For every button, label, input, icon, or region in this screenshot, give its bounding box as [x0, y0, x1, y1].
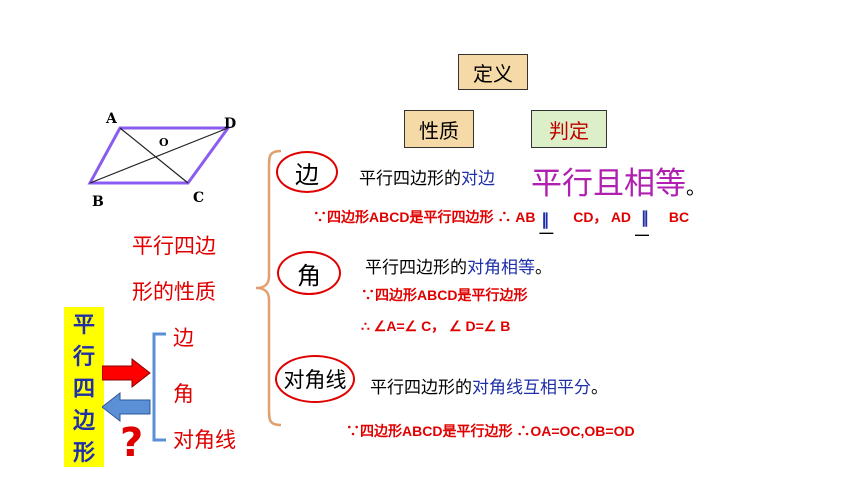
- diagonal-statement: 平行四边形的对角线互相平分。: [370, 373, 608, 398]
- definition-box[interactable]: 定义: [458, 54, 528, 90]
- center-o-label: O: [159, 136, 169, 149]
- small-bracket: [152, 332, 166, 442]
- property-box[interactable]: 性质: [404, 110, 474, 148]
- edge-proof-pre: ∵四边形ABCD是平行四边形 ∴ AB: [313, 209, 536, 225]
- edge-highlight: 对边: [461, 169, 495, 189]
- edge-tag: 边: [276, 151, 338, 193]
- judgment-label: 判定: [549, 118, 589, 143]
- edge-end: 。: [686, 175, 706, 199]
- definition-label: 定义: [473, 61, 513, 86]
- vertex-b-label: B: [92, 194, 104, 210]
- vertical-char-1: 平: [72, 313, 95, 338]
- question-mark: ?: [120, 420, 144, 466]
- vertical-char-4: 边: [72, 409, 95, 434]
- edge-proof-mid: CD， AD: [573, 209, 632, 225]
- vertical-char-2: 行: [72, 345, 95, 370]
- angle-proof-line1: ∵四边形ABCD是平行边形: [361, 287, 528, 303]
- sublist-edge: 边: [173, 326, 194, 350]
- angle-highlight: 对角相等: [467, 258, 535, 278]
- sublist-angle: 角: [173, 382, 194, 406]
- sublist-diagonal: 对角线: [173, 428, 236, 452]
- vertex-a-label: A: [106, 111, 117, 127]
- vertical-char-5: 形: [72, 441, 95, 466]
- diagonal-highlight: 对角线互相平分: [472, 378, 591, 398]
- diagonal-end: 。: [591, 378, 608, 398]
- edge-proof: ∵四边形ABCD是平行四边形 ∴ AB ∥— CD， AD ∥— BC: [313, 209, 690, 242]
- properties-title-line1: 平行四边: [132, 234, 216, 258]
- edge-big-text: 平行且相等。: [531, 158, 706, 203]
- parallelogram-vertical-label: 平 行 四 边 形: [64, 307, 104, 467]
- left-arrow-icon: [102, 392, 151, 422]
- edge-tag-label: 边: [295, 160, 319, 189]
- vertex-d-label: D: [224, 116, 237, 132]
- diagonal-proof: ∵四边形ABCD是平行边形 ∴OA=OC,OB=OD: [346, 423, 635, 439]
- edge-prefix: 平行四边形的: [359, 169, 461, 189]
- angle-prefix: 平行四边形的: [365, 258, 467, 278]
- angle-statement: 平行四边形的对角相等。: [365, 253, 552, 278]
- property-label: 性质: [419, 118, 459, 143]
- diagonal-bd: [89, 127, 229, 184]
- angle-proof-line2: ∴ ∠A=∠ C， ∠ D=∠ B: [361, 318, 511, 334]
- angle-tag: 角: [277, 251, 341, 295]
- diagonal-ac: [119, 127, 189, 184]
- vertex-c-label: C: [193, 190, 205, 206]
- edge-big: 平行且相等: [531, 166, 686, 202]
- large-curly-bracket: [255, 149, 282, 427]
- edge-proof-end: BC: [668, 209, 690, 225]
- angle-end: 。: [535, 258, 552, 278]
- edge-statement: 平行四边形的对边: [359, 164, 495, 189]
- diagonal-prefix: 平行四边形的: [370, 378, 472, 398]
- right-arrow-icon: [102, 358, 151, 388]
- parallelogram-figure: [87, 126, 231, 185]
- diagonal-tag-label: 对角线: [283, 368, 347, 392]
- vertical-char-3: 四: [72, 377, 95, 402]
- angle-tag-label: 角: [297, 261, 321, 290]
- judgment-box[interactable]: 判定: [531, 110, 607, 148]
- properties-title-line2: 形的性质: [132, 280, 216, 304]
- diagonal-tag: 对角线: [275, 355, 355, 403]
